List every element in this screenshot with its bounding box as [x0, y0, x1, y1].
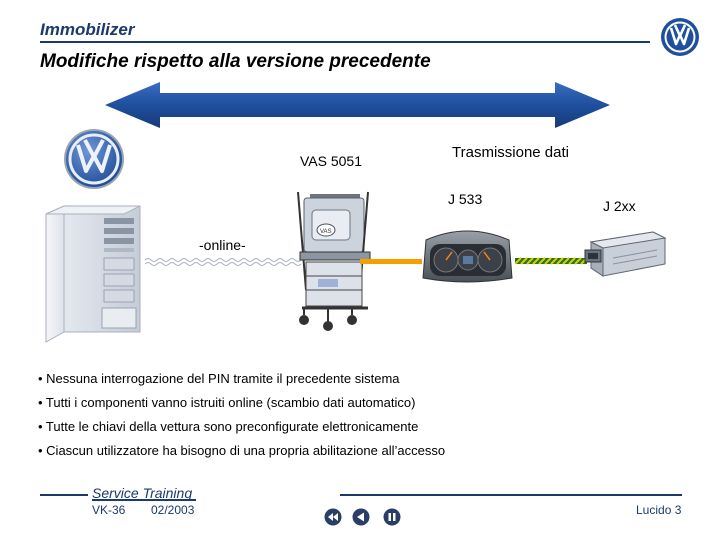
- j2xx-label: J 2xx: [603, 198, 636, 214]
- footer-code: VK-36: [92, 503, 126, 517]
- server-tower-icon: [45, 205, 141, 343]
- header-divider: [40, 41, 650, 43]
- instrument-cluster-icon: [422, 230, 513, 283]
- j533-label: J 533: [448, 191, 483, 207]
- control-unit-icon: [584, 231, 667, 277]
- footer-divider-right: [340, 494, 682, 496]
- transmission-label: Trasmissione dati: [452, 144, 569, 161]
- online-connection-line: [145, 258, 302, 266]
- pause-icon[interactable]: [383, 508, 401, 526]
- prev-icon[interactable]: [352, 508, 370, 526]
- bullet-item: • Tutti i componenti vanno istruiti onli…: [38, 395, 416, 410]
- bullet-item: • Nessuna interrogazione del PIN tramite…: [38, 371, 400, 386]
- bullet-item: • Tutte le chiavi della vettura sono pre…: [38, 419, 419, 434]
- diagnostic-cart-icon: VAS: [297, 191, 371, 331]
- svg-text:VAS: VAS: [320, 229, 332, 235]
- data-line-orange: [360, 259, 422, 264]
- footer-brand: Service Training: [92, 485, 193, 501]
- footer-brand-underline: [92, 499, 196, 501]
- data-line-green-yellow: [515, 257, 587, 265]
- vw-logo-icon: [64, 129, 124, 189]
- footer-divider-left: [40, 494, 88, 496]
- bullet-item: • Ciascun utilizzatore ha bisogno di una…: [38, 443, 446, 458]
- double-arrow: [105, 82, 610, 128]
- vas-label: VAS 5051: [300, 153, 363, 169]
- rewind-icon[interactable]: [324, 508, 342, 526]
- slide-title: Modifiche rispetto alla versione precede…: [40, 51, 431, 72]
- online-label: -online-: [199, 237, 246, 253]
- slide-number: Lucido 3: [636, 503, 682, 517]
- bullet-list: • Nessuna interrogazione del PIN tramite…: [38, 370, 688, 466]
- vw-logo-icon: [661, 18, 699, 56]
- section-title: Immobilizer: [40, 20, 135, 39]
- footer-date: 02/2003: [151, 503, 195, 517]
